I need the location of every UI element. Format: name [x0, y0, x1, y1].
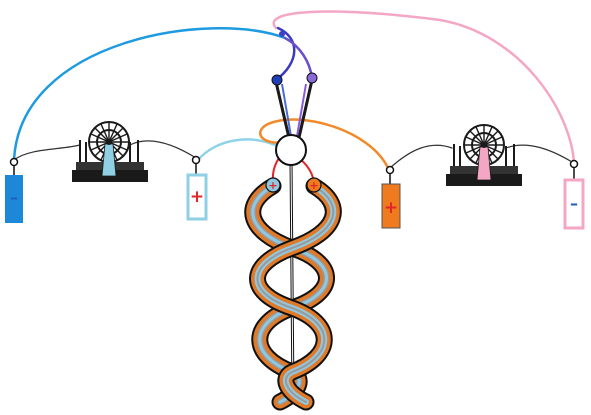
caduceus: + +	[244, 134, 342, 411]
terminal-1-sign: –	[10, 188, 18, 207]
node-right: +	[306, 177, 322, 193]
terminal-left-negative: –	[5, 157, 23, 223]
wire-lightblue-to-sphere	[196, 138, 284, 162]
terminal-4-sign: –	[570, 194, 578, 213]
wire-orange-to-sphere	[259, 118, 390, 170]
terminal-3-sign: +	[384, 198, 398, 218]
electrode-assembly	[271, 31, 318, 143]
node-left-sign: +	[268, 179, 277, 192]
terminal-center-left-positive: +	[186, 155, 208, 221]
wire-purple-2	[283, 36, 314, 80]
wimshurst-machine-left	[72, 121, 148, 182]
node-left: +	[265, 177, 281, 193]
wire-purple-1	[274, 26, 296, 82]
node-right-sign: +	[309, 179, 318, 192]
electrode-ball-right	[306, 72, 318, 84]
terminal-2-sign: +	[190, 187, 204, 207]
wimshurst-machine-right	[446, 124, 522, 186]
terminal-right-negative: –	[563, 159, 585, 230]
top-wire-node	[279, 31, 285, 37]
staff-sphere	[275, 134, 307, 166]
wire-blue-left-arc	[12, 27, 287, 162]
wire-pink-right-arc	[272, 10, 576, 164]
electrode-ball-left	[271, 74, 283, 86]
wire-black-right	[389, 144, 573, 169]
wire-black-left	[13, 140, 197, 161]
terminal-center-right-positive: +	[381, 165, 401, 229]
